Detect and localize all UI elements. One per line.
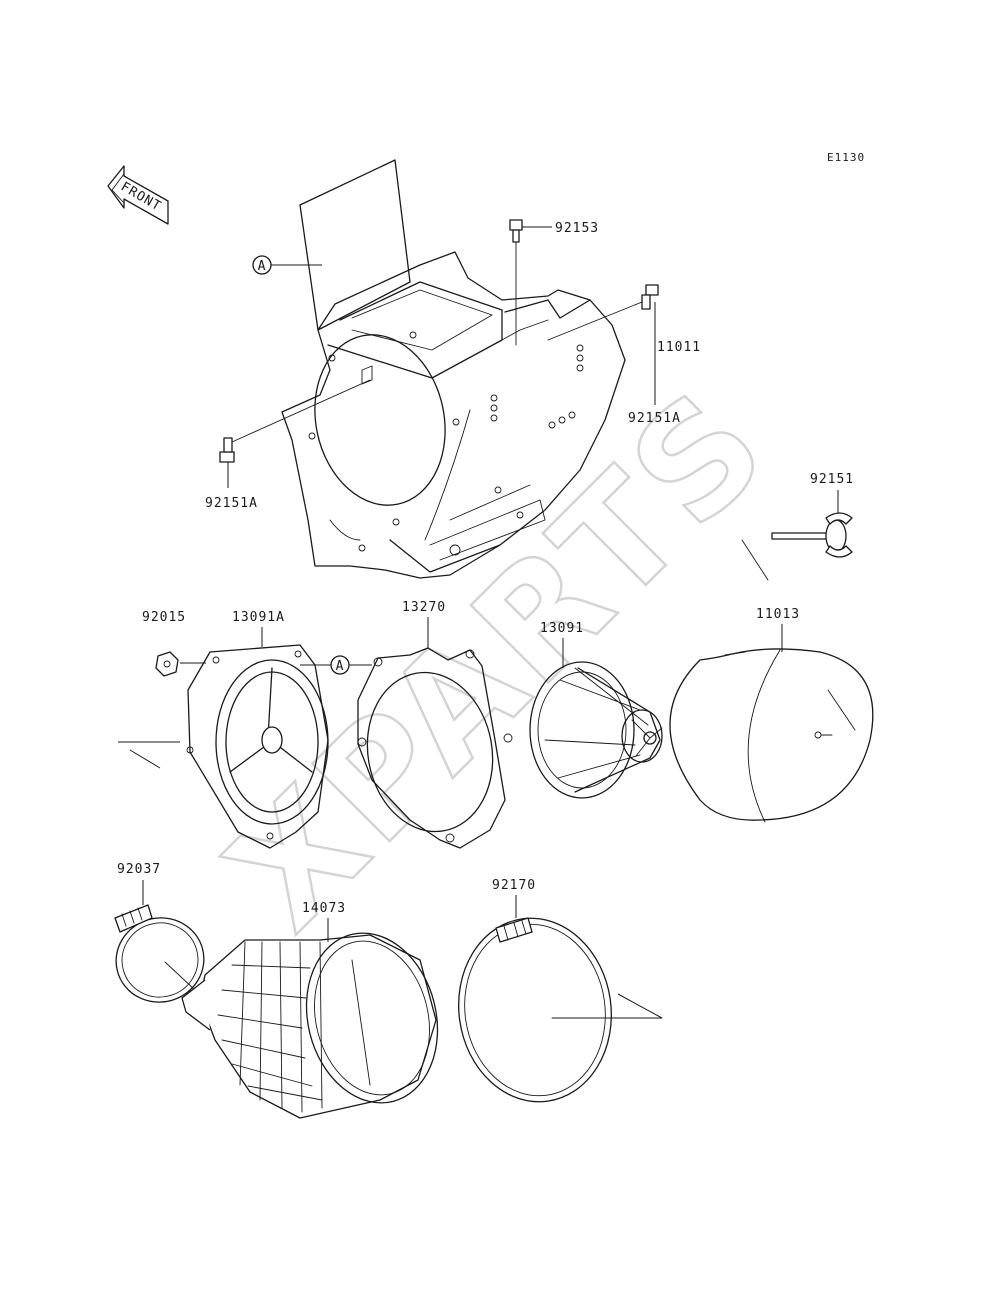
- air-box-housing: [281, 159, 626, 579]
- ref-marker-a: A: [252, 255, 272, 275]
- part-label-11013: 11013: [756, 607, 800, 622]
- gasket: [357, 647, 513, 849]
- watermark: XPARTS: [195, 355, 804, 964]
- part-label-92153: 92153: [555, 221, 599, 236]
- bolt-icon: [219, 379, 371, 463]
- foam-pre-filter: [669, 648, 874, 823]
- hose-clamp: [458, 917, 663, 1103]
- part-label-13270: 13270: [402, 600, 446, 615]
- front-arrow-icon: FRONT: [107, 165, 169, 225]
- part-label-92151A-left: 92151A: [205, 496, 258, 511]
- filter-holder: [186, 644, 329, 849]
- leader-line: [617, 993, 663, 1019]
- part-label-92015: 92015: [142, 610, 186, 625]
- leader-line: [741, 539, 769, 581]
- bolt-icon: [509, 219, 523, 346]
- part-label-14073: 14073: [302, 901, 346, 916]
- air-duct: [181, 932, 439, 1119]
- part-label-92151: 92151: [810, 472, 854, 487]
- nut-icon: [155, 651, 179, 677]
- part-label-92170: 92170: [492, 878, 536, 893]
- part-label-92151A-right: 92151A: [628, 411, 681, 426]
- svg-text:A: A: [336, 659, 345, 674]
- wing-bolt-icon: [771, 512, 853, 558]
- leader-line: [118, 741, 180, 769]
- part-label-13091: 13091: [540, 621, 584, 636]
- filter-element: [529, 661, 663, 799]
- part-label-13091A: 13091A: [232, 610, 285, 625]
- diagram-code: E1130: [827, 151, 865, 164]
- ref-marker-a: A: [330, 655, 350, 675]
- svg-text:A: A: [258, 259, 267, 274]
- hose-clamp: [114, 904, 205, 1003]
- bolt-icon: [547, 284, 659, 341]
- part-label-92037: 92037: [117, 862, 161, 877]
- part-label-11011: 11011: [657, 340, 701, 355]
- svg-text:XPARTS: XPARTS: [196, 356, 802, 962]
